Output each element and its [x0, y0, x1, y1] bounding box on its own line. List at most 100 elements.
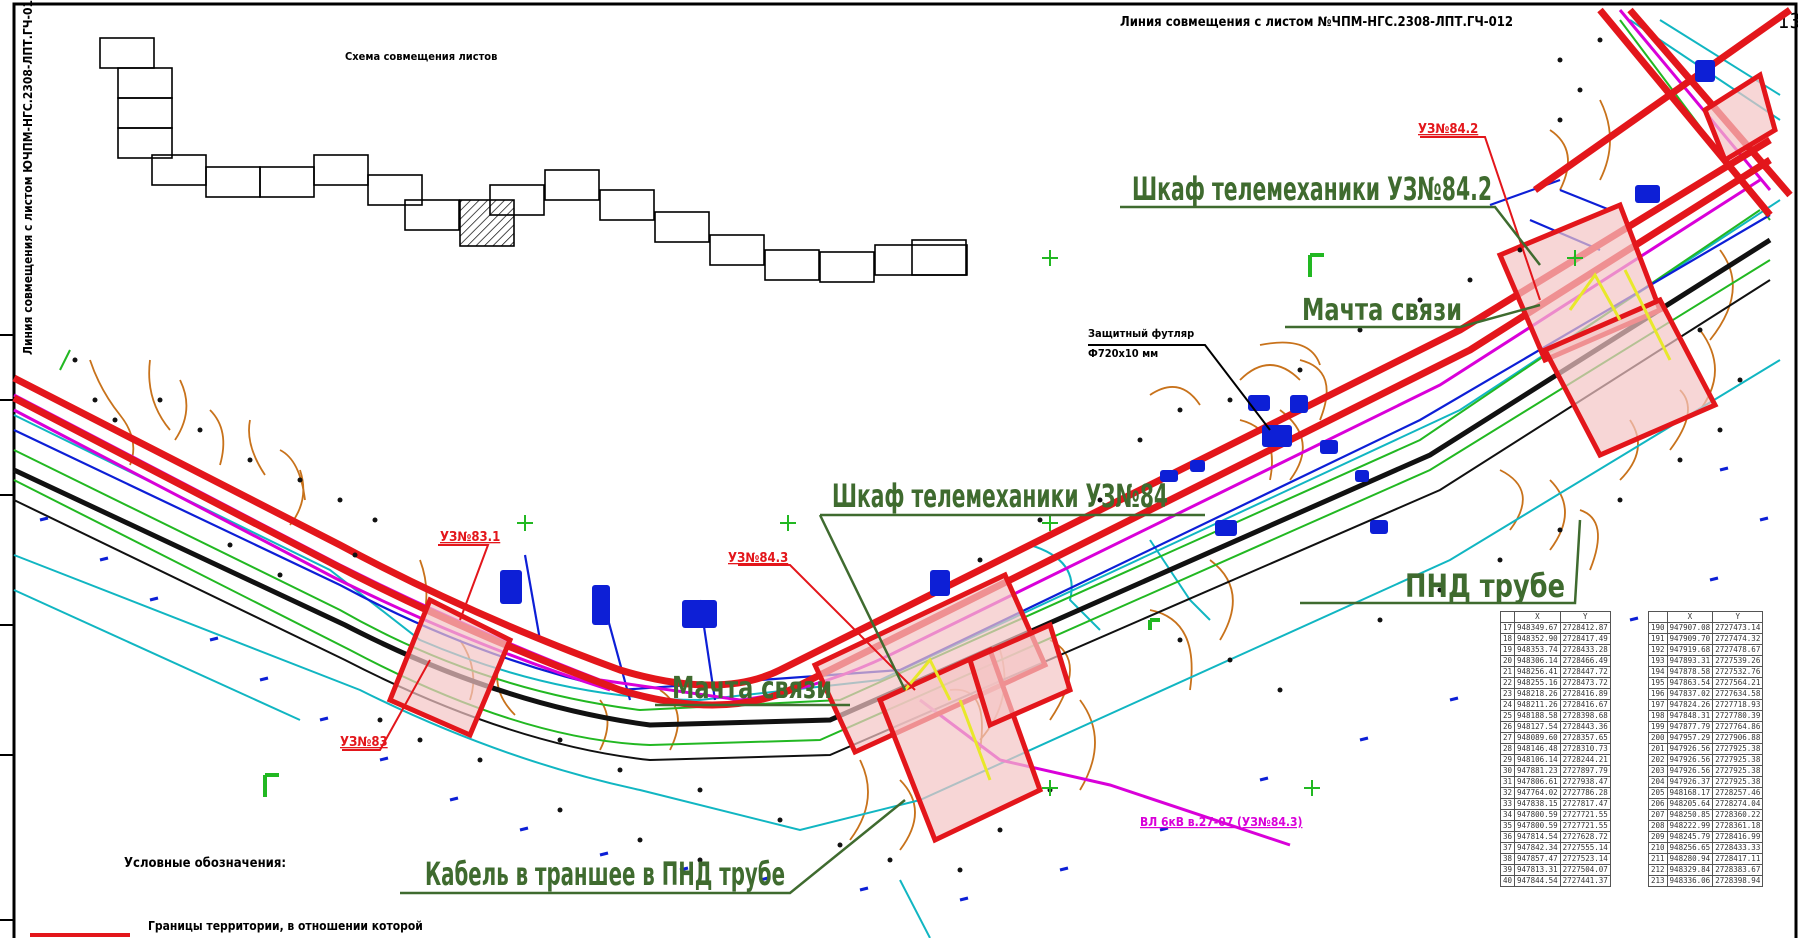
table-cell-y: 2728433.28: [1559, 644, 1611, 656]
table-cell-y: 2728257.46: [1712, 787, 1764, 799]
scheme-title: Схема совмещения листов: [345, 50, 497, 63]
table-cell-x: 948222.99: [1666, 820, 1714, 832]
callout-pnd-pipe: ПНД трубе: [1405, 567, 1565, 605]
table-cell-x: 948336.06: [1666, 875, 1714, 887]
table-cell-y: 2727897.79: [1559, 765, 1611, 777]
table-cell-num: 19: [1499, 644, 1516, 656]
table-cell-x: 947844.54: [1514, 875, 1561, 887]
table-cell-x: 947919.68: [1666, 644, 1714, 656]
red-leaders: [342, 136, 1541, 751]
table-cell-x: 948146.48: [1514, 743, 1561, 755]
table-cell-num: 198: [1648, 710, 1668, 722]
callout-mast-center: Мачта связи: [672, 671, 832, 706]
table-cell-y: 2727564.21: [1712, 677, 1764, 689]
col-x: X: [1666, 611, 1714, 623]
table-cell-y: 2728361.18: [1712, 820, 1764, 832]
table-cell-y: 2728433.33: [1712, 842, 1764, 854]
callout-cable-trench: Кабель в траншее в ПНД трубе: [425, 855, 785, 893]
table-cell-x: 948089.60: [1514, 732, 1561, 744]
table-cell-y: 2728360.22: [1712, 809, 1764, 821]
table-cell-x: 948306.14: [1514, 655, 1561, 667]
green-leaders: [400, 205, 1582, 895]
table-cell-y: 2727786.28: [1559, 787, 1611, 799]
table-cell-x: 947926.56: [1666, 765, 1714, 777]
table-cell-x: 947800.59: [1514, 809, 1561, 821]
table-cell-y: 2727764.86: [1712, 721, 1764, 733]
table-cell-num: 24: [1499, 699, 1516, 711]
table-cell-num: 34: [1499, 809, 1516, 821]
table-cell-x: 947764.02: [1514, 787, 1561, 799]
table-cell-x: 948329.84: [1666, 864, 1714, 876]
table-cell-y: 2728310.73: [1559, 743, 1611, 755]
callout-telemech-84-2: Шкаф телемеханики УЗ№84.2: [1132, 170, 1492, 208]
table-cell-y: 2728473.72: [1559, 677, 1611, 689]
table-cell-x: 948280.94: [1666, 853, 1714, 865]
table-cell-x: 948168.17: [1666, 787, 1714, 799]
table-cell-num: 209: [1648, 831, 1668, 843]
survey-points: [72, 37, 1743, 873]
equipment-blobs: [500, 60, 1715, 628]
table-cell-num: 18: [1499, 633, 1516, 645]
table-cell-x: 947857.47: [1514, 853, 1561, 865]
table-cell-x: 948255.16: [1514, 677, 1561, 689]
table-cell-num: 199: [1648, 721, 1668, 733]
table-cell-x: 948188.58: [1514, 710, 1561, 722]
table-cell-y: 2727539.26: [1712, 655, 1764, 667]
table-cell-num: 206: [1648, 798, 1668, 810]
table-cell-y: 2727478.67: [1712, 644, 1764, 656]
drawing-frame: [12, 2, 1798, 938]
table-cell-x: 947848.31: [1666, 710, 1714, 722]
table-cell-num: 31: [1499, 776, 1516, 788]
frame-ticks: [0, 334, 14, 921]
blue-dashes: [39, 466, 1769, 902]
legend-line-1: Границы территории, в отношении которой: [148, 919, 423, 933]
table-cell-num: 39: [1499, 864, 1516, 876]
table-cell-num: 207: [1648, 809, 1668, 821]
table-cell-y: 2727721.55: [1559, 820, 1611, 832]
pipeline-axis: [12, 237, 1772, 728]
casing-leader: [1088, 344, 1271, 431]
table-cell-x: 948256.41: [1514, 666, 1561, 678]
table-cell-num: 30: [1499, 765, 1516, 777]
table-cell-y: 2728357.65: [1559, 732, 1611, 744]
table-cell-num: 25: [1499, 710, 1516, 722]
table-cell-num: 194: [1648, 666, 1668, 678]
table-cell-y: 2727925.38: [1712, 776, 1764, 788]
table-cell-num: 190: [1648, 622, 1668, 634]
table-cell-x: 947813.31: [1514, 864, 1561, 876]
table-cell-y: 2727721.55: [1559, 809, 1611, 821]
table-cell-num: 28: [1499, 743, 1516, 755]
table-cell-x: 947800.59: [1514, 820, 1561, 832]
table-cell-x: 947806.61: [1514, 776, 1561, 788]
table-cell-x: 947909.70: [1666, 633, 1714, 645]
yellow-markers: [903, 269, 1672, 781]
table-cell-num: 23: [1499, 688, 1516, 700]
coordinate-table-header: X Y: [1648, 611, 1764, 623]
table-cell-num: 197: [1648, 699, 1668, 711]
terrain-contours: [89, 99, 1734, 851]
zone-uzn84: [811, 571, 1074, 844]
col-num: [1648, 611, 1668, 623]
table-cell-x: 948211.26: [1514, 699, 1561, 711]
callout-telemech-84: Шкаф телемеханики УЗ№84: [832, 477, 1168, 515]
table-cell-num: 26: [1499, 721, 1516, 733]
green-markers: [263, 253, 1324, 797]
table-cell-num: 212: [1648, 864, 1668, 876]
sheet-layout-scheme: [99, 37, 968, 283]
table-cell-y: 2727504.07: [1559, 864, 1611, 876]
table-cell-x: 948205.64: [1666, 798, 1714, 810]
match-line-top-label: Линия совмещения с листом №ЧПМ-НГС.2308-…: [1120, 15, 1513, 30]
